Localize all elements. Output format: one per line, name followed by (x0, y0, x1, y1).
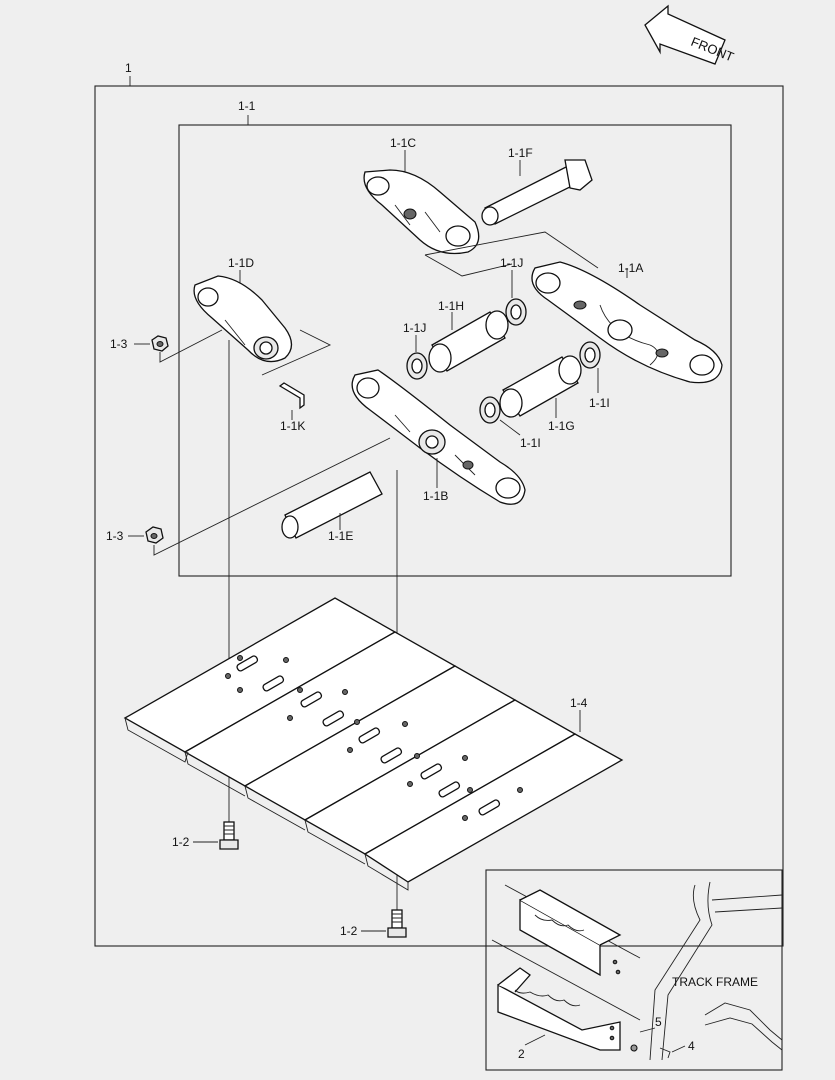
bolt-1-2-right (387, 909, 407, 938)
nut-1-3-bottom (145, 526, 164, 544)
track-frame-inset (491, 881, 783, 1061)
pin-1-1E (281, 471, 383, 539)
link-1-1C (363, 169, 480, 255)
nut-1-3-top (151, 335, 169, 352)
label-4: 4 (688, 1039, 695, 1053)
label-1-1I-left: 1-1I (520, 436, 541, 450)
seal-1-1I-right (579, 341, 601, 369)
label-1-3-bottom: 1-3 (106, 529, 124, 543)
label-1-1I-right: 1-1I (589, 396, 610, 410)
label-1-1K: 1-1K (280, 419, 305, 433)
link-1-1D (193, 275, 293, 363)
inset-box (485, 869, 783, 1071)
label-1-1H: 1-1H (438, 299, 464, 313)
bolt-1-2-left (219, 821, 239, 850)
label-1-1J-left: 1-1J (403, 321, 426, 335)
label-1-1B: 1-1B (423, 489, 448, 503)
bushing-1-1G (499, 355, 582, 418)
clip-1-1K (278, 382, 305, 410)
label-1: 1 (125, 61, 132, 75)
link-1-1A (531, 261, 723, 384)
label-5: 5 (655, 1015, 662, 1029)
label-1-1G: 1-1G (548, 419, 575, 433)
track-shoes-1-4 (123, 597, 624, 891)
label-1-1J-right: 1-1J (500, 256, 523, 270)
label-1-1D: 1-1D (228, 256, 254, 270)
label-1-4: 1-4 (570, 696, 588, 710)
shoe-holes (225, 655, 523, 821)
seal-1-1J-left (406, 352, 428, 380)
label-1-2-left: 1-2 (172, 835, 190, 849)
pin-1-1F (481, 159, 593, 226)
seal-1-1J-right (505, 298, 527, 326)
label-1-3-top: 1-3 (110, 337, 128, 351)
label-1-1A: 1-1A (618, 261, 643, 275)
label-1-1F: 1-1F (508, 146, 533, 160)
link-1-1B (351, 369, 526, 505)
label-1-1E: 1-1E (328, 529, 353, 543)
label-1-2-right: 1-2 (340, 924, 358, 938)
label-1-1: 1-1 (238, 99, 256, 113)
label-2: 2 (518, 1047, 525, 1061)
label-1-1C: 1-1C (390, 136, 416, 150)
seal-1-1I-left (479, 396, 501, 424)
chain-box-1-1 (178, 124, 732, 577)
assembly-box-1 (94, 85, 784, 947)
bushing-1-1H (428, 310, 509, 373)
track-frame-label: TRACK FRAME (672, 975, 758, 989)
front-arrow: FRONT (644, 4, 736, 65)
